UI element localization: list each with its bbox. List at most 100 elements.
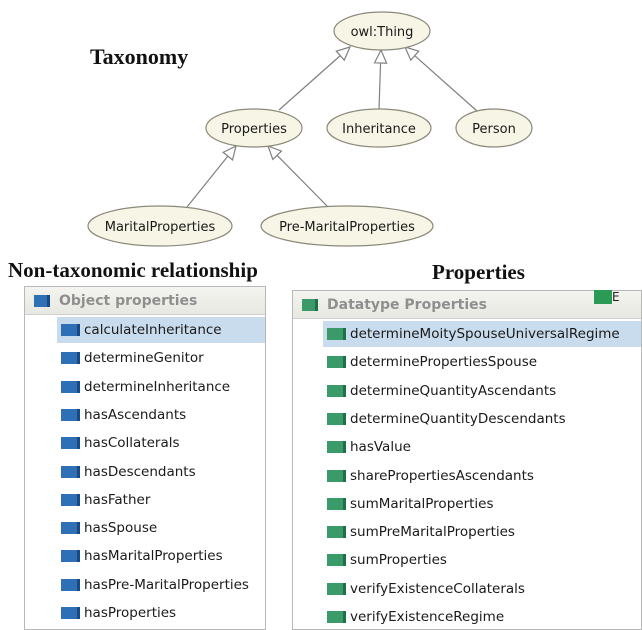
node-inheritance-label: Inheritance <box>342 122 416 137</box>
datatype-property-icon <box>327 384 346 397</box>
list-item[interactable]: determineMoitySpouseUniversalRegime <box>323 321 641 347</box>
list-item[interactable]: sumMaritalProperties <box>323 491 641 517</box>
properties-title: Properties <box>432 260 525 284</box>
list-item-label: sharePropertiesAscendants <box>350 467 534 484</box>
object-properties-header-label: Object properties <box>59 293 198 309</box>
arrowhead-inheritance-to-root <box>373 48 388 64</box>
list-item[interactable]: verifyExistenceRegime <box>323 604 641 630</box>
taxonomy-title: Taxonomy <box>90 44 189 69</box>
node-root[interactable]: owl:Thing <box>333 11 431 51</box>
list-item[interactable]: verifyExistenceCollaterals <box>323 576 641 602</box>
list-item[interactable]: hasDescendants <box>57 459 265 485</box>
list-item[interactable]: hasAscendants <box>57 402 265 428</box>
node-properties[interactable]: Properties <box>205 108 303 148</box>
list-item-label: determineMoitySpouseUniversalRegime <box>350 326 620 342</box>
object-property-icon <box>34 295 50 307</box>
node-inheritance-ellipse <box>326 108 432 148</box>
list-item[interactable]: hasProperties <box>57 600 265 626</box>
object-property-icon <box>61 578 80 591</box>
list-item[interactable]: determineInheritance <box>57 374 265 400</box>
list-item-label: determineInheritance <box>84 378 231 395</box>
object-property-icon <box>61 324 80 336</box>
list-item[interactable]: hasMaritalProperties <box>57 543 265 569</box>
list-item[interactable]: calculateInheritance <box>57 317 265 343</box>
object-property-icon <box>61 352 80 365</box>
node-inheritance[interactable]: Inheritance <box>326 108 432 148</box>
node-properties-label: Properties <box>221 122 287 137</box>
list-item-label: hasFather <box>84 491 151 508</box>
list-item-label: hasDescendants <box>84 463 196 480</box>
list-item-label: determineGenitor <box>84 350 204 367</box>
object-property-icon <box>61 437 80 450</box>
arrowhead-premarital-to-properties <box>266 144 283 161</box>
node-premarital[interactable]: Pre-MaritalProperties <box>260 205 434 247</box>
list-item[interactable]: hasValue <box>323 434 641 460</box>
list-item[interactable]: determineQuantityDescendants <box>323 406 641 432</box>
list-item[interactable]: hasSpouse <box>57 515 265 541</box>
node-premarital-ellipse <box>260 205 434 247</box>
node-person-ellipse <box>455 108 533 148</box>
edge-person-to-root <box>414 55 478 112</box>
datatype-property-icon <box>327 526 346 539</box>
edge-marital-to-properties <box>186 155 229 208</box>
object-properties-header[interactable]: Object properties <box>25 287 265 315</box>
relationship-title: Non-taxonomic relationship <box>8 258 258 282</box>
arrowhead-person-to-root <box>403 46 420 62</box>
node-root-label: owl:Thing <box>351 25 414 40</box>
list-item-label: hasAscendants <box>84 406 187 423</box>
object-property-icon <box>61 522 80 535</box>
list-item-label: determinePropertiesSpouse <box>350 354 538 371</box>
datatype-properties-header-label: Datatype Properties <box>327 297 487 313</box>
list-item[interactable]: determinePropertiesSpouse <box>323 349 641 375</box>
list-item-label: sumPreMaritalProperties <box>350 524 515 541</box>
datatype-property-icon <box>327 356 346 369</box>
list-item-label: sumProperties <box>350 552 447 569</box>
list-item[interactable]: determineGenitor <box>57 345 265 371</box>
datatype-property-icon <box>327 497 346 510</box>
list-item-label: hasPre-MaritalProperties <box>84 576 249 593</box>
node-person[interactable]: Person <box>455 108 533 148</box>
datatype-property-icon <box>327 554 346 567</box>
node-premarital-label: Pre-MaritalProperties <box>279 220 415 235</box>
list-item[interactable]: hasFather <box>57 487 265 513</box>
list-item-label: calculateInheritance <box>84 322 222 338</box>
object-property-icon <box>61 465 80 478</box>
node-person-label: Person <box>472 122 516 137</box>
datatype-property-icon <box>327 328 346 340</box>
node-marital[interactable]: MaritalProperties <box>87 205 233 247</box>
datatype-property-icon <box>327 412 346 425</box>
list-item-label: hasValue <box>350 439 411 456</box>
datatype-property-icon <box>327 469 346 482</box>
node-root-ellipse <box>333 11 431 51</box>
add-datatype-property-icon[interactable] <box>594 290 612 304</box>
object-properties-panel: Object properties calculateInheritance de… <box>24 286 266 630</box>
edge-premarital-to-properties <box>276 154 329 208</box>
toolbar-partial-button[interactable]: E <box>612 290 620 304</box>
list-item[interactable]: sumProperties <box>323 547 641 573</box>
object-property-icon <box>61 550 80 563</box>
object-property-icon <box>61 493 80 506</box>
list-item[interactable]: hasPre-MaritalProperties <box>57 572 265 598</box>
list-item-label: sumMaritalProperties <box>350 495 494 512</box>
list-item-label: hasProperties <box>84 605 177 621</box>
node-properties-ellipse <box>205 108 303 148</box>
datatype-property-icon <box>327 582 346 595</box>
object-property-icon <box>61 408 80 421</box>
node-marital-ellipse <box>87 205 233 247</box>
list-item[interactable]: determineQuantityAscendants <box>323 378 641 404</box>
datatype-property-icon <box>327 611 346 623</box>
datatype-properties-header[interactable]: Datatype Properties <box>293 291 641 319</box>
list-item[interactable]: hasCollaterals <box>57 430 265 456</box>
list-item-label: hasCollaterals <box>84 435 180 452</box>
datatype-property-icon <box>302 299 318 311</box>
list-item[interactable]: sumPreMaritalProperties <box>323 519 641 545</box>
edge-properties-to-root <box>278 55 341 111</box>
list-item-label: verifyExistenceCollaterals <box>350 580 525 597</box>
list-item[interactable]: sharePropertiesAscendants <box>323 463 641 489</box>
node-marital-label: MaritalProperties <box>105 220 216 235</box>
datatype-property-icon <box>327 441 346 454</box>
list-item-label: determineQuantityAscendants <box>350 382 557 399</box>
arrowhead-properties-to-root <box>335 46 352 62</box>
list-item-label: hasSpouse <box>84 520 158 537</box>
